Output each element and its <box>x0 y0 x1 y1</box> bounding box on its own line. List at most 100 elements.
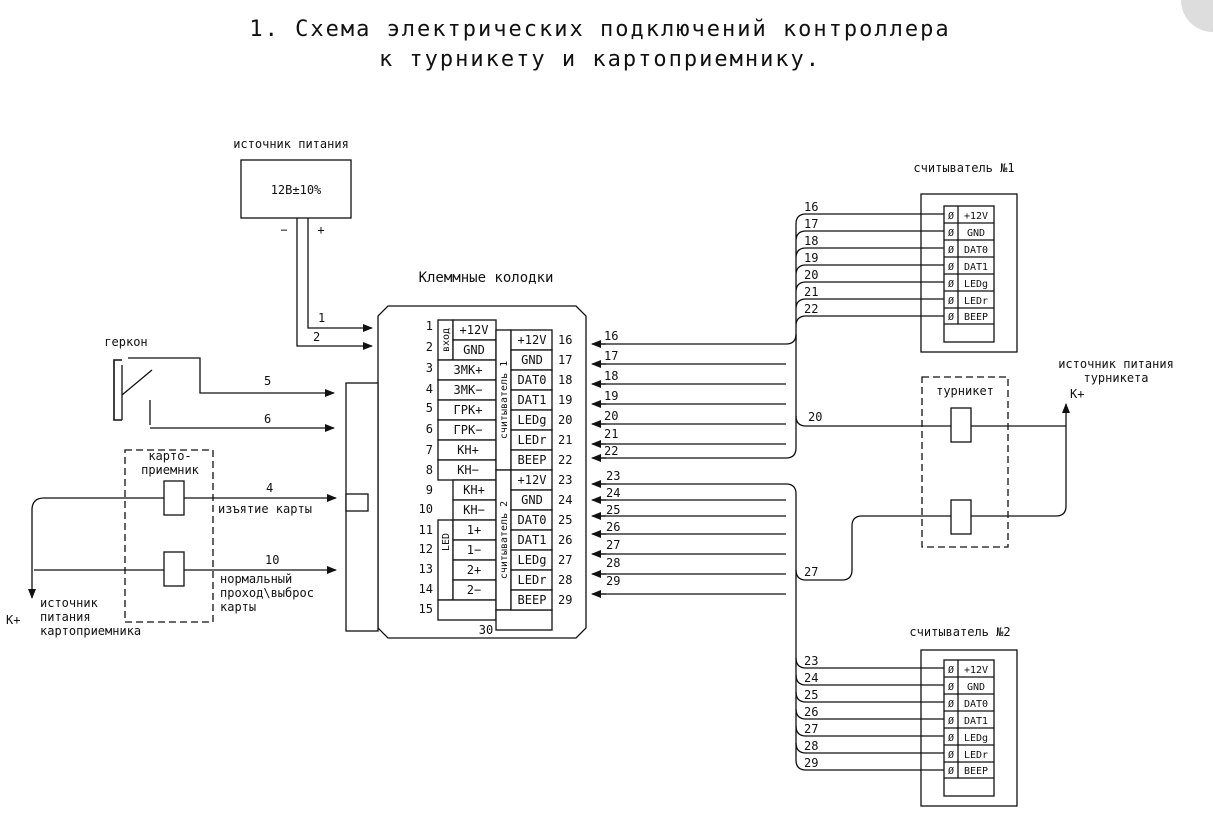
reader2-pins: +12V GND DAT0 DAT1 LEDg LEDr BEEP <box>964 665 988 777</box>
reader1-pin: DAT0 <box>964 245 988 256</box>
signal-pin11: 1+ <box>467 523 481 537</box>
led-group-box <box>437 519 454 601</box>
reader1-wire: 18 <box>804 234 818 248</box>
mid-wire-label: 26 <box>606 520 620 534</box>
pin-number: 22 <box>558 453 572 467</box>
pin-number: 24 <box>558 493 572 507</box>
reader2-wire: 26 <box>804 705 818 719</box>
card-receiver-box <box>124 449 214 623</box>
mid-wires-2-arrows <box>591 480 606 598</box>
signal-pin3: ЗМК+ <box>454 363 483 377</box>
terminal-block-label: Клеммные колодки <box>419 270 554 286</box>
reader2-wire: 25 <box>804 688 818 702</box>
power-supply-label: источник питания <box>233 137 349 151</box>
pin-number: 21 <box>558 433 572 447</box>
pin-number: 4 <box>426 382 433 396</box>
signal-pin8: КН− <box>457 463 479 477</box>
reader1-pins: +12V GND DAT0 DAT1 LEDg LEDr BEEP <box>964 211 988 323</box>
signal-pin7: КН+ <box>457 443 479 457</box>
turnstile-wire-20-label: 20 <box>808 410 822 424</box>
reader2-row-lines <box>944 676 994 779</box>
mid-wire-label: 19 <box>604 389 618 403</box>
pin-mark: Ø <box>948 278 954 290</box>
pin-mark: Ø <box>948 749 954 761</box>
reed-switch-lead-top <box>128 357 335 397</box>
cell-pin29 <box>510 589 553 611</box>
controller-connector-tab <box>345 493 369 512</box>
pin-number: 25 <box>558 513 572 527</box>
reader2-wires <box>795 657 944 771</box>
pin-number-30: 30 <box>479 623 493 637</box>
wire-4-desc: изъятие карты <box>218 502 312 516</box>
signal-pin20: LEDg <box>518 413 547 427</box>
pin-number: 17 <box>558 353 572 367</box>
reader1-pin: LEDg <box>964 279 988 290</box>
mid-wire-label: 27 <box>606 538 620 552</box>
controller-connector <box>345 382 379 632</box>
reader1-label: считыватель №1 <box>913 161 1014 175</box>
reader2-pin: +12V <box>964 665 988 676</box>
power-supply-box <box>240 159 352 219</box>
pin-number: 14 <box>419 582 433 596</box>
signal-pin14: 2− <box>467 583 481 597</box>
reader1-pin: LEDr <box>964 296 988 307</box>
input-group-label: вход <box>441 328 452 352</box>
card-power-line2: питания <box>40 610 91 624</box>
wire-2-label: 2 <box>313 330 320 344</box>
reader1-row-lines <box>944 222 994 325</box>
reader2-pin: LEDr <box>964 750 988 761</box>
signal-pin18: DAT0 <box>518 373 547 387</box>
reader2-wire: 24 <box>804 671 818 685</box>
signal-pin2: GND <box>463 343 485 357</box>
pin-number: 9 <box>426 483 433 497</box>
turnstile-box <box>921 376 1009 548</box>
reader1-wire: 22 <box>804 302 818 316</box>
reader1-wire: 20 <box>804 268 818 282</box>
pin-mark: Ø <box>948 261 954 273</box>
pin-mark: Ø <box>948 295 954 307</box>
mid-wire-label: 21 <box>604 427 618 441</box>
reader2-group-label: считыватель 2 <box>499 501 510 579</box>
signal-pin22: BEEP <box>518 453 547 467</box>
mid-wire-label: 17 <box>604 349 618 363</box>
reader2-wire: 29 <box>804 756 818 770</box>
reader2-wire: 28 <box>804 739 818 753</box>
mid-wires-2-labels: 23 24 25 26 27 28 29 <box>606 469 620 588</box>
signal-pin16: +12V <box>518 333 547 347</box>
signal-pin5: ГРК+ <box>454 403 483 417</box>
card-receiver-label-line1: карто- <box>148 449 191 463</box>
pin-number: 18 <box>558 373 572 387</box>
pin-number: 10 <box>419 502 433 516</box>
turnstile-power-kplus: K+ <box>1070 387 1084 401</box>
pin-number: 13 <box>419 562 433 576</box>
turnstile-wire-27 <box>795 515 951 581</box>
signal-pin29: BEEP <box>518 593 547 607</box>
led-group-label: LED <box>441 533 452 551</box>
turnstile-wire-20 <box>795 415 951 427</box>
pin-mark: Ø <box>948 765 954 777</box>
signal-pin4: ЗМК− <box>454 383 483 397</box>
pin-number: 26 <box>558 533 572 547</box>
left-pin-numbers: 1 2 3 4 5 6 7 8 9 10 11 12 13 14 15 <box>419 319 433 616</box>
pin-mark: Ø <box>948 732 954 744</box>
card-power-line1: источник <box>40 596 99 610</box>
pin-mark: Ø <box>948 210 954 222</box>
signal-pin9: КН+ <box>463 483 485 497</box>
pin-mark: Ø <box>948 664 954 676</box>
reed-switch-bracket <box>113 359 122 421</box>
reader1-group-label: считыватель 1 <box>499 361 510 439</box>
right-pin-numbers: 16 17 18 19 20 21 22 23 24 25 26 27 28 2… <box>558 333 572 607</box>
turnstile-power-wire <box>971 404 1066 517</box>
pin-mark: Ø <box>948 227 954 239</box>
reader2-wire-labels: 23 24 25 26 27 28 29 <box>804 654 818 770</box>
pin-number: 29 <box>558 593 572 607</box>
mid-wire-label: 25 <box>606 503 620 517</box>
pin-number: 6 <box>426 422 433 436</box>
wire-1 <box>307 218 373 332</box>
signal-pin23: +12V <box>518 473 547 487</box>
reader1-wire: 19 <box>804 251 818 265</box>
reader1-pin-marks: Ø Ø Ø Ø Ø Ø Ø <box>948 210 954 323</box>
wire-10-label: 10 <box>265 553 279 567</box>
pin-mark: Ø <box>948 244 954 256</box>
